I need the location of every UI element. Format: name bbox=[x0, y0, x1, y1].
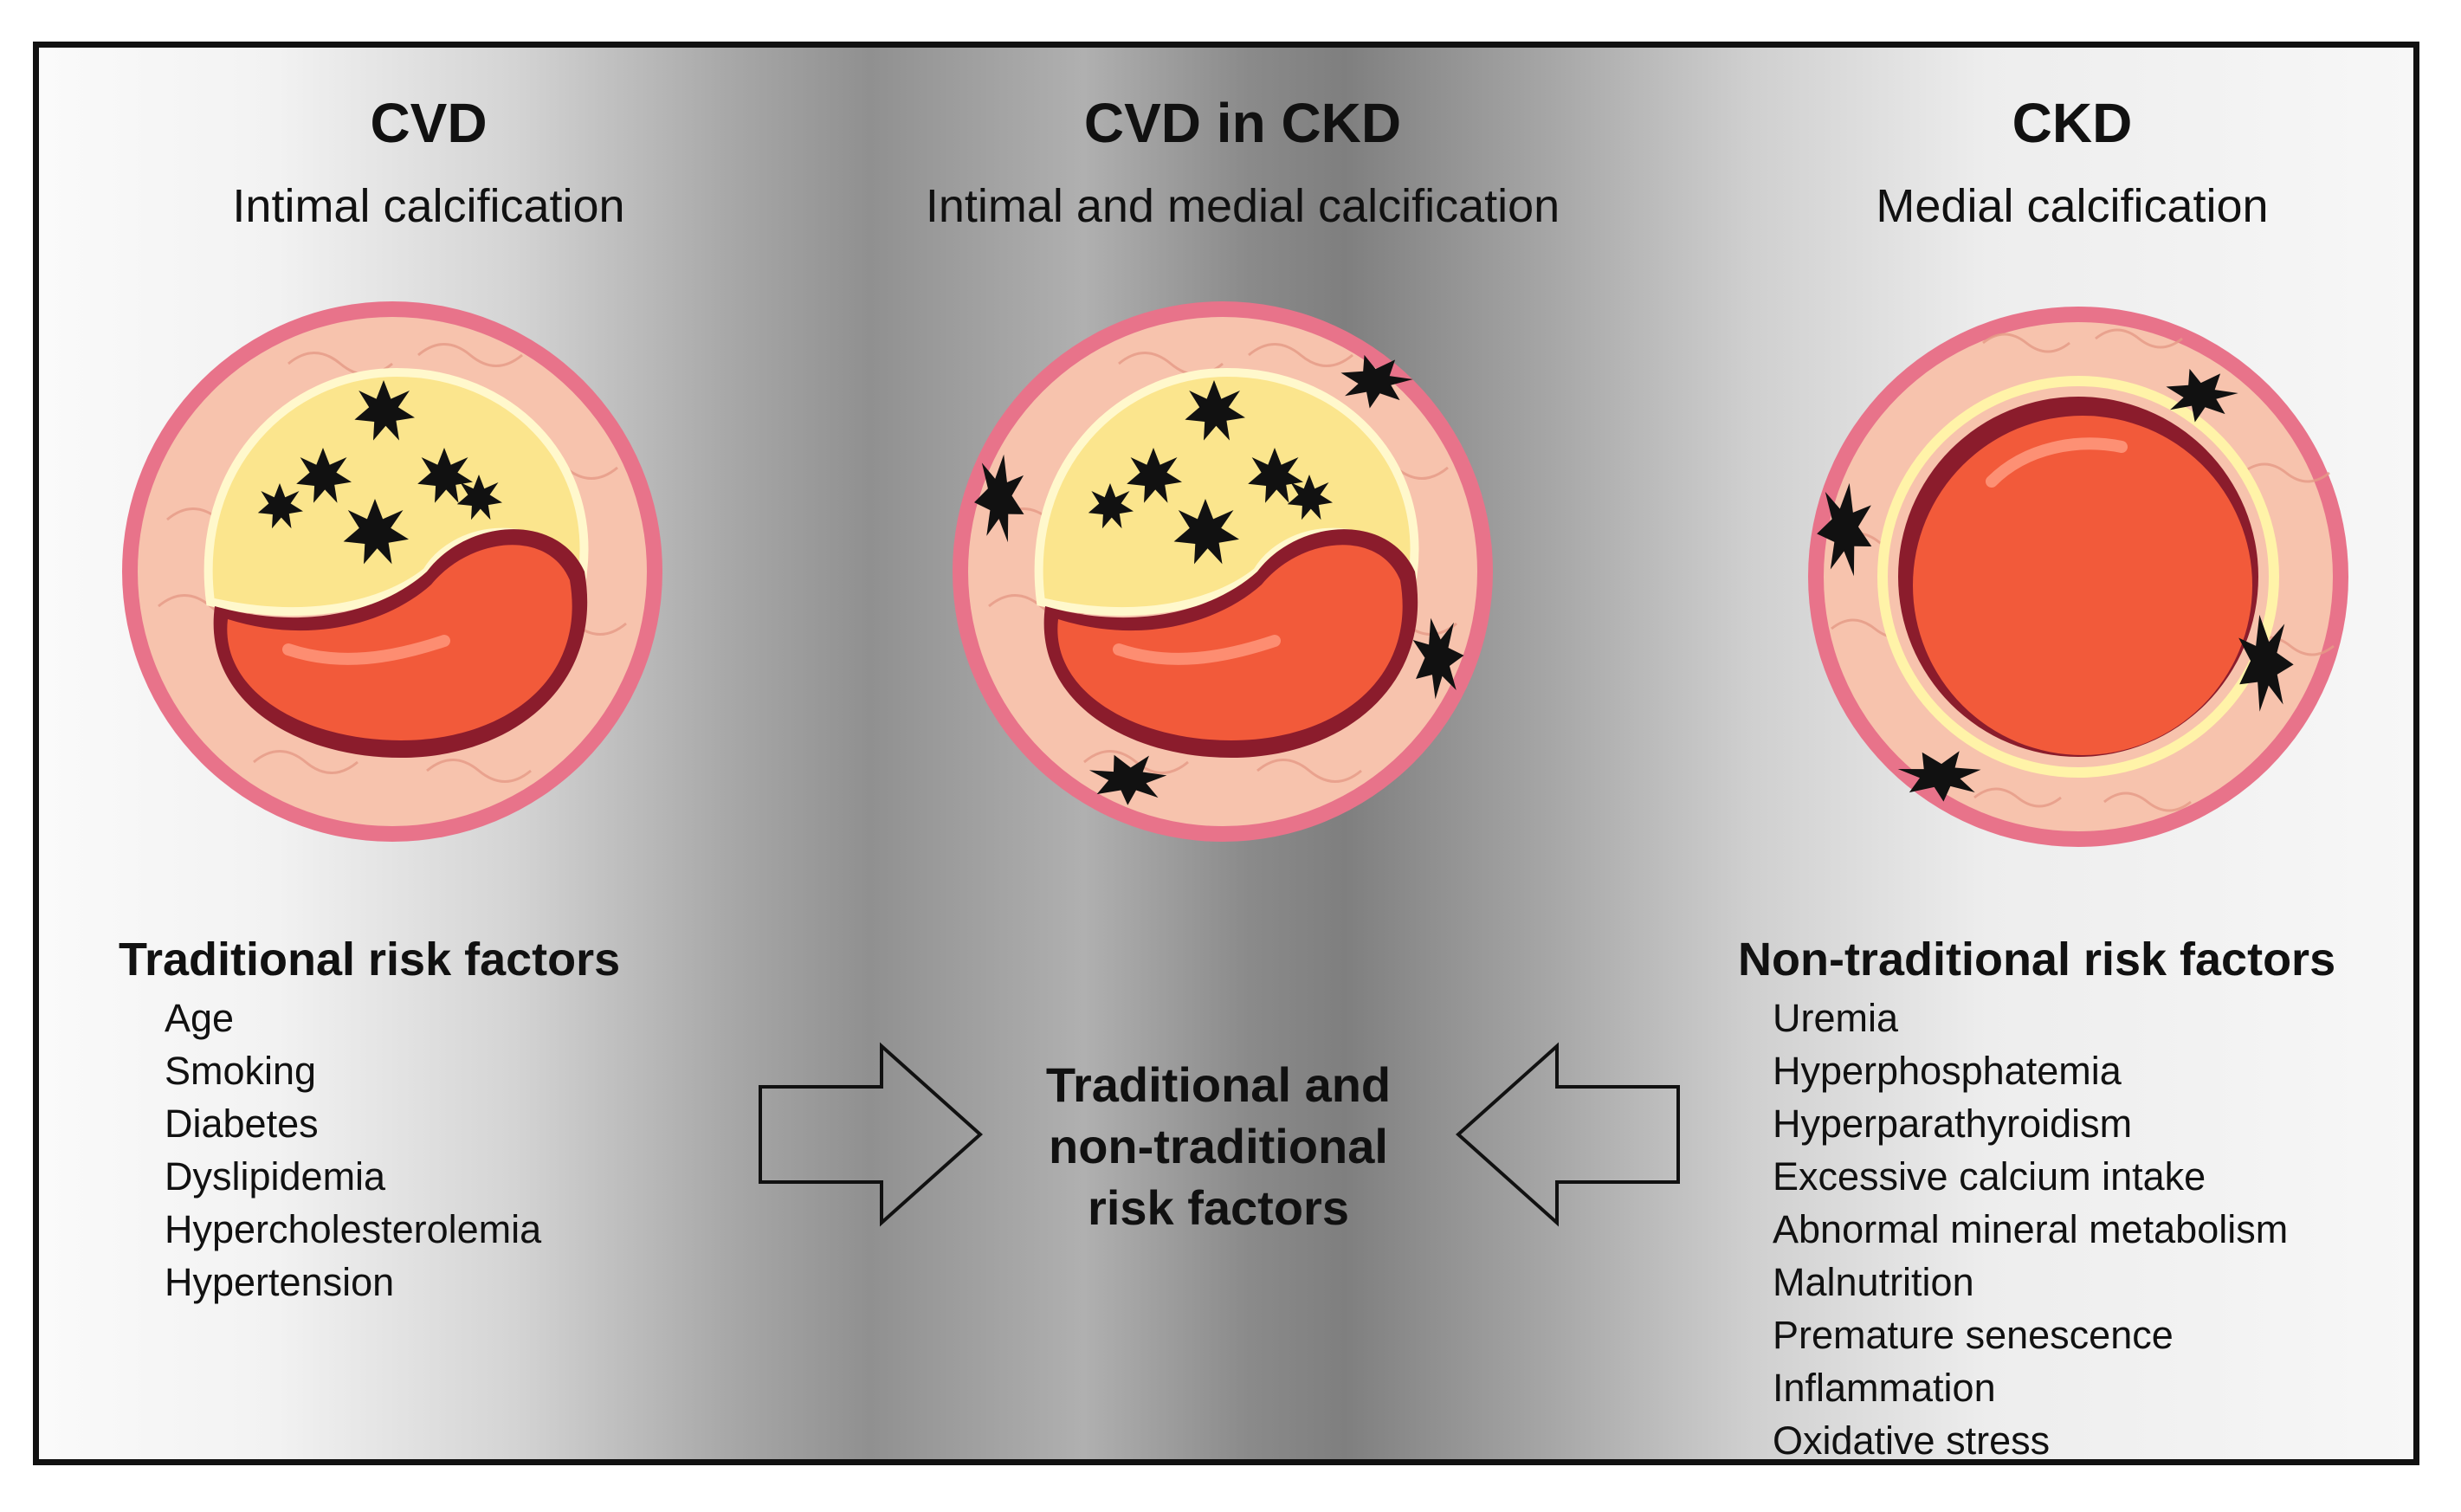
list-item: Excessive calcium intake bbox=[1773, 1154, 2206, 1199]
subtitle-cvd-in-ckd: Intimal and medial calcification bbox=[925, 180, 1560, 232]
traditional-heading: Traditional risk factors bbox=[119, 934, 621, 985]
non-traditional-list: Uremia Hyperphosphatemia Hyperparathyroi… bbox=[1773, 992, 2289, 1463]
plaque bbox=[203, 367, 589, 617]
list-item: Diabetes bbox=[165, 1102, 319, 1146]
list-item: Dyslipidemia bbox=[165, 1154, 386, 1199]
list-item: Age bbox=[165, 996, 235, 1040]
title-cvd-in-ckd: CVD in CKD bbox=[1083, 92, 1402, 154]
list-item: Hypertension bbox=[165, 1260, 395, 1304]
list-item: Oxidative stress bbox=[1773, 1418, 2051, 1463]
center-line: Traditional and bbox=[1045, 1057, 1392, 1112]
center-line: risk factors bbox=[1088, 1180, 1349, 1235]
list-item: Abnormal mineral metabolism bbox=[1773, 1207, 2289, 1251]
list-item: Smoking bbox=[165, 1049, 317, 1093]
plaque bbox=[1034, 367, 1419, 617]
list-item: Hyperphosphatemia bbox=[1773, 1049, 2122, 1093]
center-label: Traditional and non-traditional risk fac… bbox=[976, 1054, 1461, 1238]
blood-lumen bbox=[1913, 416, 2252, 755]
vessel-cvd bbox=[122, 301, 662, 842]
calcium-deposits bbox=[257, 380, 502, 565]
traditional-list: Age Smoking Diabetes Dyslipidemia Hyperc… bbox=[165, 992, 541, 1308]
list-item: Inflammation bbox=[1773, 1366, 1996, 1410]
title-ckd: CKD bbox=[2012, 92, 2133, 154]
arrow-right-icon bbox=[759, 1042, 983, 1227]
list-item: Uremia bbox=[1773, 996, 1899, 1040]
center-line: non-traditional bbox=[1049, 1119, 1388, 1173]
list-item: Hyperparathyroidism bbox=[1773, 1102, 2133, 1146]
subtitle-ckd: Medial calcification bbox=[1876, 180, 2269, 232]
list-item: Malnutrition bbox=[1773, 1260, 1974, 1304]
calcium-deposits bbox=[1817, 368, 2294, 802]
blood-lumen bbox=[227, 545, 572, 740]
list-item: Premature senescence bbox=[1773, 1313, 2174, 1357]
subtitle-cvd: Intimal calcification bbox=[232, 180, 625, 232]
blood-lumen bbox=[1057, 545, 1403, 740]
list-item: Hypercholesterolemia bbox=[165, 1207, 542, 1251]
diagram-frame: CVD Intimal calcification CVD in CKD Int… bbox=[33, 42, 2419, 1465]
non-traditional-heading: Non-traditional risk factors bbox=[1738, 934, 2336, 985]
vessel-cvd-in-ckd bbox=[953, 301, 1493, 842]
arrow-left-icon bbox=[1456, 1042, 1680, 1227]
title-cvd: CVD bbox=[370, 92, 488, 154]
vessel-ckd bbox=[1808, 307, 2348, 847]
calcium-deposits bbox=[974, 354, 1464, 805]
